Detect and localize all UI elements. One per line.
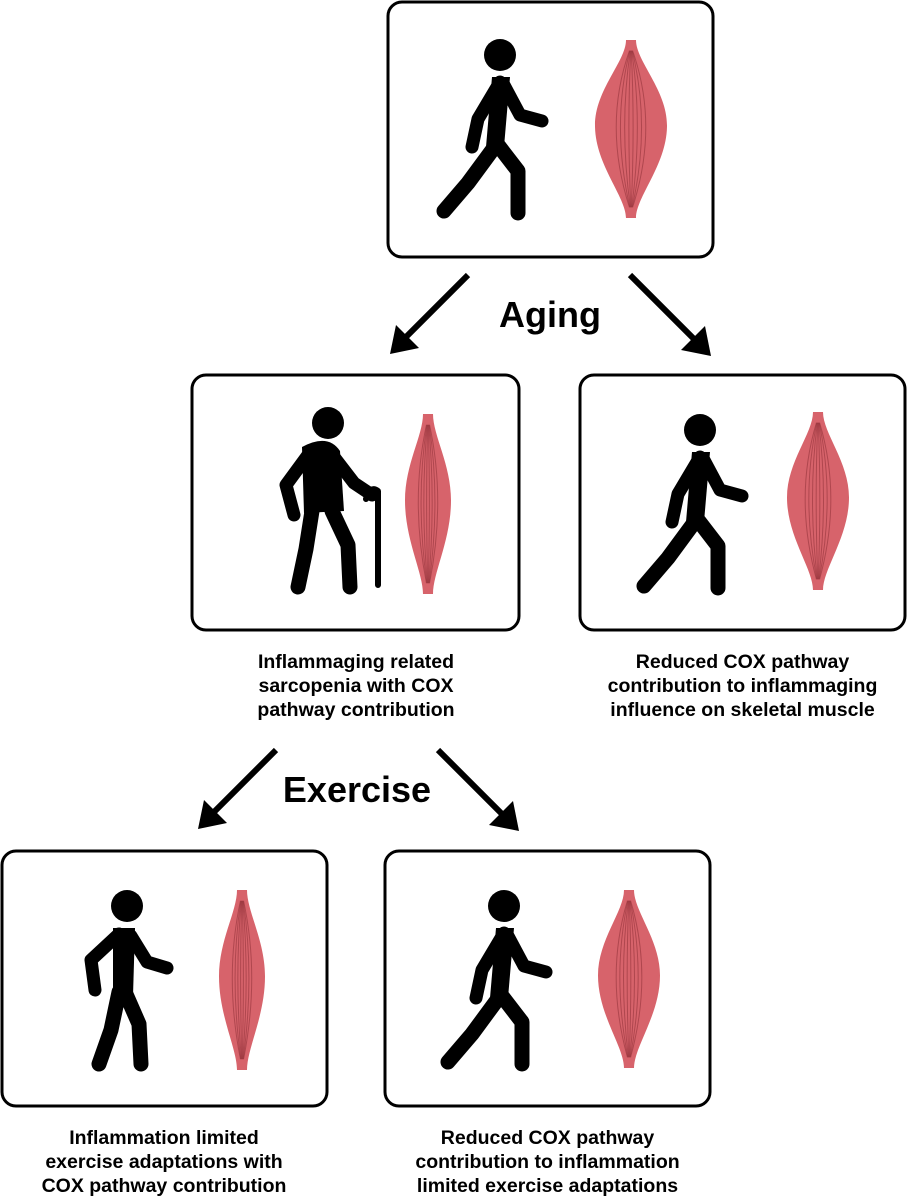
muscle-striation — [243, 900, 253, 1060]
panel-box-mid-right — [578, 373, 907, 632]
muscle-striation — [623, 900, 629, 1058]
aging-label: Aging — [499, 294, 601, 335]
muscle-striation — [626, 900, 630, 1058]
muscle-icon — [787, 412, 849, 590]
muscle-striation — [615, 50, 630, 208]
arrow-exercise-right — [435, 747, 519, 831]
muscle-striation — [630, 900, 643, 1058]
caption-line: Reduced COX pathway — [440, 1127, 655, 1149]
caption-line: contribution to inflammation — [415, 1151, 680, 1173]
muscle-striation — [423, 424, 428, 584]
muscle-striation — [629, 900, 635, 1058]
muscle-striation — [242, 900, 247, 1060]
muscle-striation — [812, 422, 818, 580]
muscle-striation — [819, 422, 832, 580]
caption-line: COX pathway contribution — [41, 1175, 287, 1197]
muscle-striation — [619, 900, 629, 1058]
thin-muscle-icon — [219, 890, 265, 1070]
muscle-striation — [818, 422, 824, 580]
muscle-striation — [804, 422, 817, 580]
caption-line: pathway contribution — [257, 699, 455, 721]
muscle-striation — [628, 900, 632, 1058]
muscle-body — [598, 890, 660, 1068]
panel-box-bottom-right — [383, 849, 712, 1108]
caption-line: influence on skeletal muscle — [610, 699, 875, 721]
muscle-striation — [240, 900, 243, 1060]
muscle-striation — [631, 50, 638, 208]
muscle-striation — [420, 424, 428, 584]
muscle-body — [405, 414, 451, 594]
muscle-body — [219, 890, 265, 1070]
arrow-aging-left — [390, 272, 471, 354]
panel-box-bottom-left — [0, 849, 329, 1108]
caption-line: sarcopenia with COX — [258, 675, 454, 697]
muscle-striation — [620, 50, 631, 208]
caption-line: Inflammaging related — [257, 651, 455, 673]
muscle-striation — [242, 900, 250, 1060]
muscle-striation — [808, 422, 818, 580]
muscle-striation — [428, 424, 436, 584]
muscle-striation — [629, 900, 639, 1058]
muscle-striation — [417, 424, 427, 584]
caption-line: Inflammation limited — [69, 1127, 259, 1149]
muscle-striation — [237, 900, 242, 1060]
muscle-body — [595, 40, 667, 218]
muscle-icon — [598, 890, 660, 1068]
arrow-exercise-left — [198, 747, 279, 829]
caption-line: limited exercise adaptations — [416, 1175, 679, 1197]
muscle-striation — [426, 424, 429, 584]
muscle-striation — [624, 50, 631, 208]
caption-mid-right: Reduced COX pathway contribution to infl… — [585, 650, 900, 722]
caption-mid-left: Inflammaging related sarcopenia with COX… — [200, 650, 512, 722]
muscle-striation — [231, 900, 241, 1060]
caption-line: exercise adaptations with — [45, 1151, 283, 1173]
muscle-striation — [628, 50, 632, 208]
caption-bottom-left: Inflammation limited exercise adaptation… — [8, 1126, 320, 1198]
muscle-striation — [428, 424, 433, 584]
arrow-aging-right — [627, 272, 711, 356]
muscle-striation — [241, 900, 244, 1060]
caption-line: Reduced COX pathway — [635, 651, 850, 673]
muscle-striation — [632, 50, 647, 208]
caption-bottom-right: Reduced COX pathway contribution to infl… — [390, 1126, 705, 1198]
muscle-striation — [427, 424, 430, 584]
muscle-striation — [631, 50, 642, 208]
caption-line: contribution to inflammaging — [607, 675, 878, 697]
muscle-striation — [429, 424, 439, 584]
muscle-body — [787, 412, 849, 590]
muscle-striation — [817, 422, 821, 580]
thin-muscle-icon — [405, 414, 451, 594]
muscle-striation — [234, 900, 242, 1060]
muscle-striation — [818, 422, 828, 580]
muscle-striation — [615, 900, 628, 1058]
exercise-label: Exercise — [283, 769, 431, 810]
large-muscle-icon — [595, 40, 667, 218]
muscle-striation — [630, 50, 634, 208]
muscle-striation — [815, 422, 819, 580]
